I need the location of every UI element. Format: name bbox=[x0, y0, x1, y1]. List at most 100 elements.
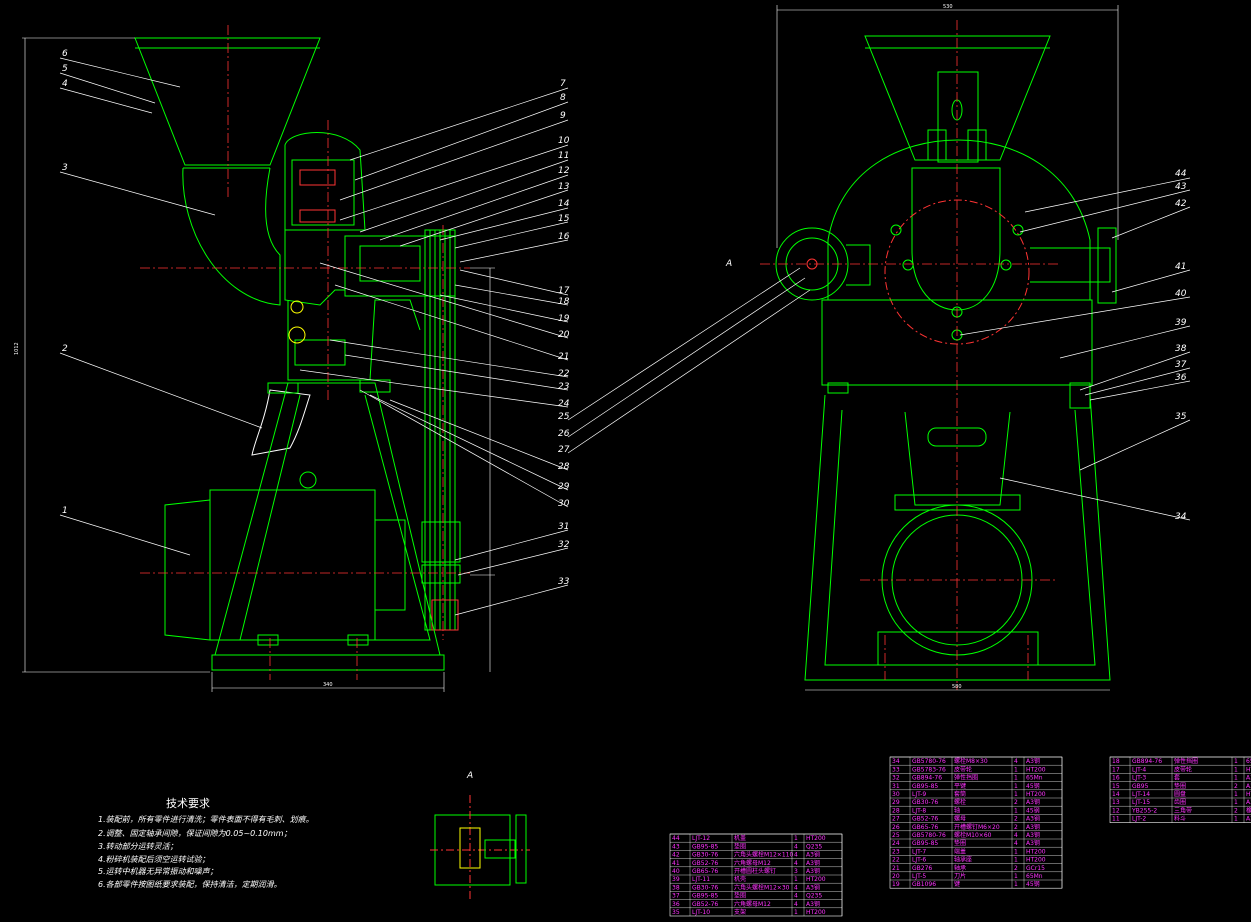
parts-middle-cell: 1 bbox=[1014, 791, 1018, 798]
callout-44: 44 bbox=[1175, 169, 1187, 179]
callout-34: 34 bbox=[1175, 512, 1187, 522]
parts-left-cell: 37 bbox=[672, 893, 680, 900]
parts-middle-cell: 26 bbox=[892, 824, 900, 831]
parts-middle-cell: 29 bbox=[892, 799, 900, 806]
parts-left-cell: HT200 bbox=[806, 876, 826, 883]
requirement-5: 5.运转中机器无异常振动和噪声； bbox=[98, 867, 218, 876]
parts-middle-cell: 31 bbox=[892, 783, 900, 790]
parts-middle-cell: 19 bbox=[892, 881, 900, 888]
parts-middle-cell: 螺栓M10×60 bbox=[954, 831, 992, 839]
parts-right-cell: HT200 bbox=[1246, 766, 1251, 773]
parts-middle-cell: 1 bbox=[1014, 766, 1018, 773]
callout-32: 32 bbox=[558, 540, 570, 550]
parts-middle-cell: GB276 bbox=[912, 865, 932, 872]
callout-20: 20 bbox=[558, 330, 570, 340]
parts-left-cell: 3 bbox=[794, 868, 798, 875]
callout-11: 11 bbox=[558, 151, 569, 161]
parts-left-cell: 38 bbox=[672, 884, 680, 891]
parts-middle-cell: 1 bbox=[1014, 848, 1018, 855]
parts-middle-cell: GB1096 bbox=[912, 881, 936, 888]
dim-right-top: 530 bbox=[943, 4, 953, 10]
mill-body bbox=[287, 299, 421, 381]
parts-right-cell: 套 bbox=[1174, 774, 1180, 782]
feed-chute bbox=[182, 167, 281, 306]
parts-middle-cell: 轴 bbox=[954, 806, 960, 814]
parts-left-cell: 六角螺母M12 bbox=[734, 859, 771, 867]
parts-middle-cell: 螺栓 bbox=[954, 798, 966, 806]
requirement-4: 4.粉碎机装配后须空运转试验； bbox=[98, 855, 210, 864]
parts-middle-cell: 1 bbox=[1014, 857, 1018, 864]
callout-30: 30 bbox=[558, 499, 570, 509]
parts-middle-cell: A3钢 bbox=[1026, 839, 1040, 847]
callout-9: 9 bbox=[560, 111, 566, 121]
callout-38: 38 bbox=[1175, 344, 1187, 354]
parts-left-cell: A3钢 bbox=[806, 883, 820, 891]
callout-2: 2 bbox=[62, 344, 68, 354]
parts-middle-cell: GB95-85 bbox=[912, 840, 938, 847]
parts-middle-cell: A3钢 bbox=[1026, 757, 1040, 765]
parts-middle-cell: 轴承 bbox=[954, 864, 966, 872]
parts-left-cell: 机壳 bbox=[734, 875, 746, 883]
parts-middle-cell: 开槽螺钉M6×20 bbox=[954, 823, 1000, 831]
parts-right-cell: LJT-14 bbox=[1132, 791, 1150, 798]
parts-middle-cell: GB5780-76 bbox=[912, 758, 946, 765]
parts-middle-cell: 28 bbox=[892, 807, 900, 814]
parts-middle-cell: 20 bbox=[892, 873, 900, 880]
callout-42: 42 bbox=[1175, 199, 1187, 209]
parts-middle-cell: GB30-76 bbox=[912, 799, 938, 806]
parts-middle-cell: 22 bbox=[892, 857, 900, 864]
parts-left-cell: 六角头螺栓M12×110 bbox=[734, 851, 793, 859]
view-a-marker: A bbox=[725, 259, 732, 269]
parts-right-cell: 1 bbox=[1234, 766, 1238, 773]
parts-right-cell: 齿圈 bbox=[1174, 798, 1186, 806]
parts-middle-cell: 皮带轮 bbox=[954, 765, 972, 773]
parts-right-cell: A3钢 bbox=[1246, 774, 1251, 782]
parts-left-cell: GB65-76 bbox=[692, 868, 718, 875]
parts-right-cell: 料斗 bbox=[1174, 815, 1186, 823]
parts-middle-cell: 45钢 bbox=[1026, 880, 1040, 888]
parts-left-cell: 垫圈 bbox=[734, 892, 746, 900]
callout-21: 21 bbox=[558, 352, 569, 362]
callout-3: 3 bbox=[62, 163, 68, 173]
parts-left-cell: GB95-85 bbox=[692, 843, 718, 850]
callout-17: 17 bbox=[558, 286, 570, 296]
parts-middle-cell: 平键 bbox=[954, 782, 966, 790]
parts-left-cell: 4 bbox=[794, 852, 798, 859]
callout-15: 15 bbox=[558, 214, 570, 224]
parts-left-cell: GB30-76 bbox=[692, 884, 718, 891]
handwheel bbox=[775, 227, 849, 301]
parts-middle-cell: HT200 bbox=[1026, 791, 1046, 798]
parts-middle-cell: LJT-9 bbox=[912, 791, 926, 798]
callout-37: 37 bbox=[1175, 360, 1187, 370]
callout-5: 5 bbox=[62, 64, 68, 74]
callout-24: 24 bbox=[558, 399, 570, 409]
parts-right-cell: 15 bbox=[1112, 783, 1120, 790]
parts-middle-cell: 2 bbox=[1014, 865, 1018, 872]
callout-29: 29 bbox=[558, 482, 570, 492]
parts-left-cell: 41 bbox=[672, 860, 680, 867]
dim-left-height: 1012 bbox=[14, 342, 20, 355]
parts-left-cell: HT200 bbox=[806, 835, 826, 842]
parts-middle-cell: 23 bbox=[892, 848, 900, 855]
callout-27: 27 bbox=[558, 445, 570, 455]
parts-middle-cell: 2 bbox=[1014, 824, 1018, 831]
parts-middle-cell: GB95-85 bbox=[912, 783, 938, 790]
parts-right-cell: YB255-2 bbox=[1131, 807, 1157, 814]
callout-33: 33 bbox=[558, 577, 570, 587]
parts-middle-cell: LJT-8 bbox=[912, 807, 926, 814]
parts-left-cell: A3钢 bbox=[806, 900, 820, 908]
parts-left-cell: 39 bbox=[672, 876, 680, 883]
parts-right-cell: A3钢 bbox=[1246, 782, 1251, 790]
requirement-3: 3.转动部分运转灵活； bbox=[98, 842, 178, 851]
parts-right-cell: 圆盘 bbox=[1174, 790, 1186, 798]
parts-right-cell: 65Mn bbox=[1246, 758, 1251, 765]
parts-middle-cell: A3钢 bbox=[1026, 815, 1040, 823]
parts-middle-cell: 27 bbox=[892, 816, 900, 823]
parts-right-cell: 12 bbox=[1112, 807, 1120, 814]
parts-right-cell: 14 bbox=[1112, 791, 1120, 798]
front-hopper bbox=[864, 35, 1051, 161]
parts-middle-cell: 21 bbox=[892, 865, 900, 872]
parts-left-cell: GB52-76 bbox=[692, 860, 718, 867]
parts-right-cell: 1 bbox=[1234, 775, 1238, 782]
parts-right-cell: A3钢 bbox=[1246, 815, 1251, 823]
